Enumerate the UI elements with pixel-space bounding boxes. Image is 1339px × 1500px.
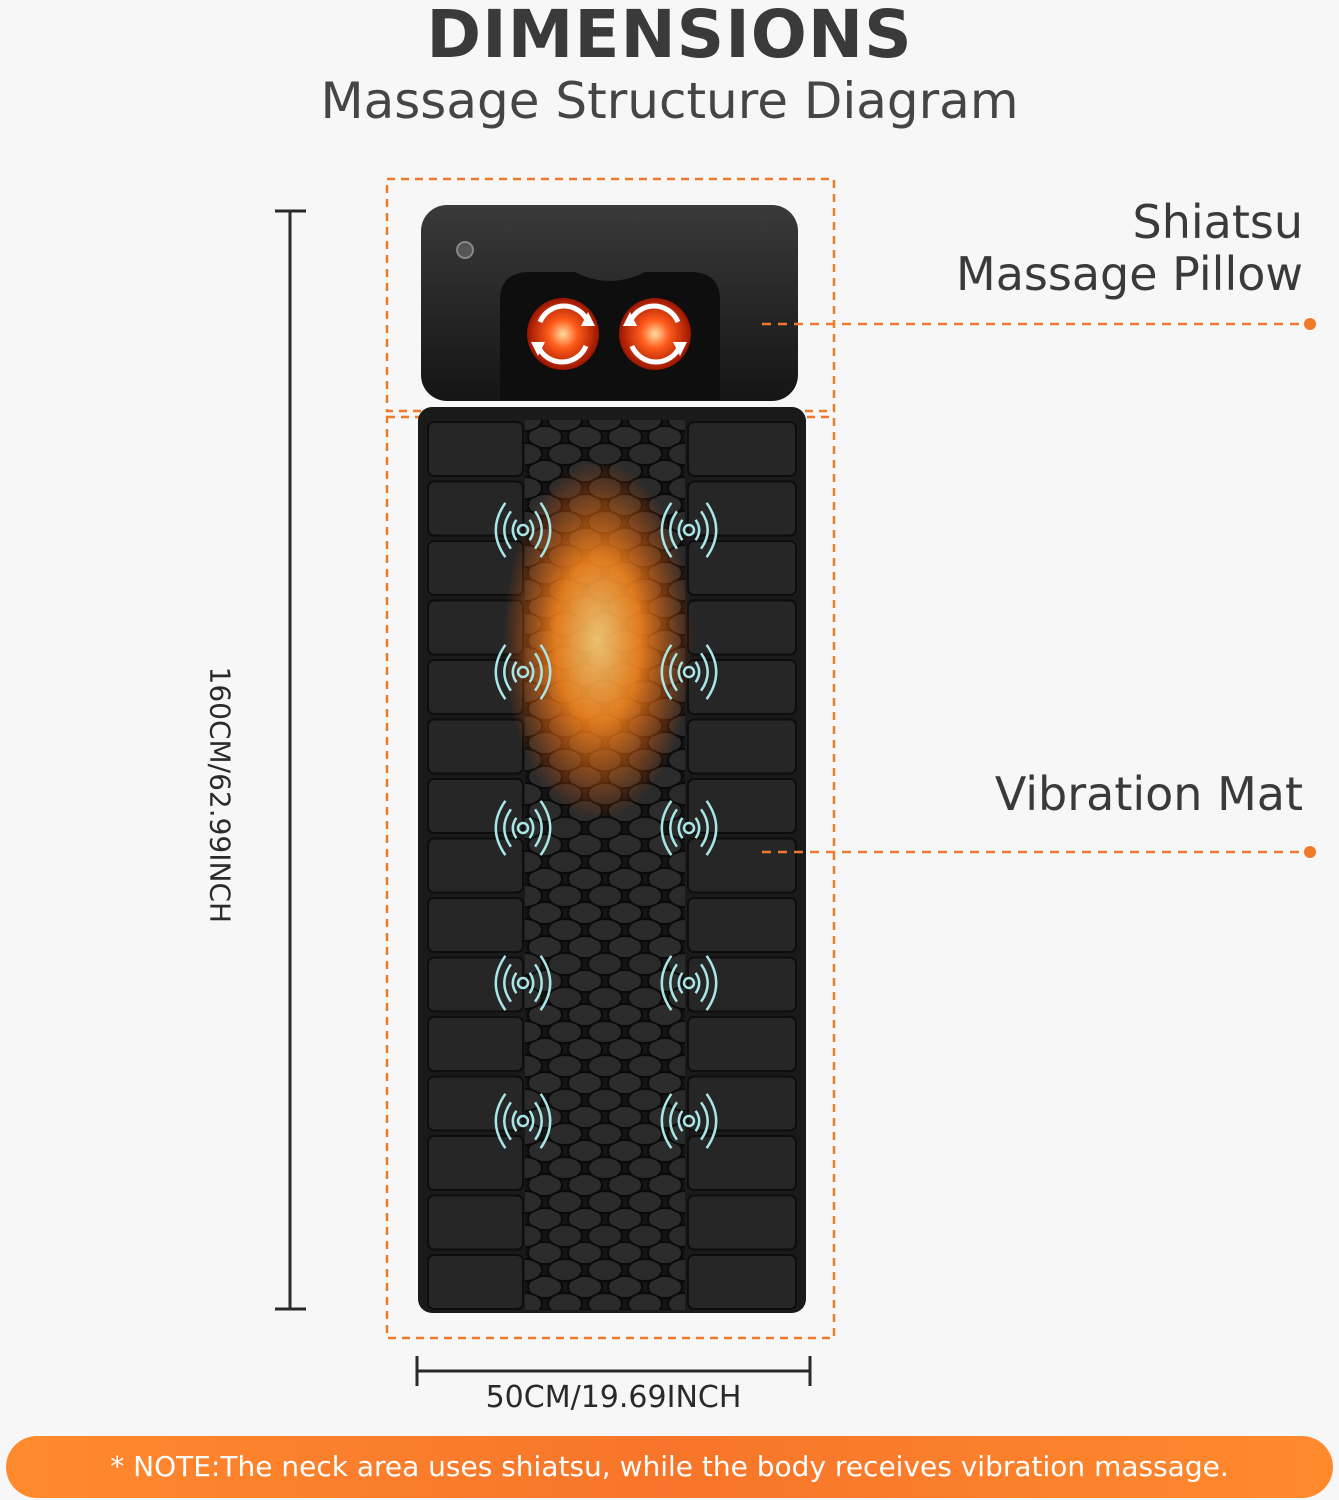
note-banner: * NOTE:The neck area uses shiatsu, while…: [6, 1436, 1333, 1498]
vibration-icon: [494, 644, 552, 700]
mat-cushion: [427, 778, 524, 834]
vibration-icon: [494, 955, 552, 1011]
page-title: DIMENSIONS: [426, 0, 913, 73]
mat-cushion: [427, 1016, 524, 1072]
vibration-icon: [494, 1093, 552, 1149]
mat-cushion: [427, 1194, 524, 1251]
mat-cushion: [687, 540, 797, 596]
pillow-leader-dot: [1304, 318, 1316, 330]
label-pillow-line2: Massage Pillow: [956, 247, 1303, 301]
mat-cushion: [687, 599, 797, 656]
vibration-icons: [494, 502, 718, 1149]
pillow-button: [456, 241, 474, 259]
heat-glow: [503, 460, 693, 820]
length-dimension-label: 160CM/62.99INCH: [203, 666, 237, 924]
shiatsu-node-right: [619, 298, 691, 370]
mat-cushion: [687, 1254, 797, 1310]
vibration-icon: [494, 800, 552, 856]
mat-cushion: [427, 1075, 524, 1132]
label-pillow-line1: Shiatsu: [1132, 195, 1303, 249]
width-dimension-label: 50CM/19.69INCH: [485, 1380, 742, 1415]
vibration-icon: [494, 502, 552, 558]
mat-region-box: [385, 415, 836, 1340]
mat-cushion: [427, 421, 524, 477]
mat-cushion: [687, 1016, 797, 1072]
vibration-icon: [660, 644, 718, 700]
page-subtitle: Massage Structure Diagram: [320, 72, 1019, 130]
mat-cushion: [687, 778, 797, 834]
vibration-icon: [660, 502, 718, 558]
vibration-icon: [660, 800, 718, 856]
label-vibration-mat: Vibration Mat: [994, 767, 1303, 821]
mat-cushion: [687, 421, 797, 477]
length-dimension-line: [275, 209, 306, 1311]
mat-cushion: [427, 1254, 524, 1310]
mat-cushion: [427, 1135, 524, 1191]
mat-cushion: [687, 956, 797, 1013]
mat-cushion: [687, 837, 797, 894]
vibration-icon: [660, 955, 718, 1011]
mat-cushion: [687, 1075, 797, 1132]
mat-cushion: [427, 897, 524, 953]
mat-cushion: [427, 480, 524, 537]
mat-cushion: [687, 897, 797, 953]
width-dimension-line: [415, 1356, 812, 1386]
mat-leader-dot: [1304, 846, 1316, 858]
mat-cushion: [427, 718, 524, 775]
mat-cushion: [687, 718, 797, 775]
vibration-icon: [660, 1093, 718, 1149]
mat-cushion: [687, 1135, 797, 1191]
mat-cushion: [687, 1194, 797, 1251]
shiatsu-node-left: [527, 298, 599, 370]
mat-cushion: [427, 837, 524, 894]
mat-cushion: [687, 480, 797, 537]
